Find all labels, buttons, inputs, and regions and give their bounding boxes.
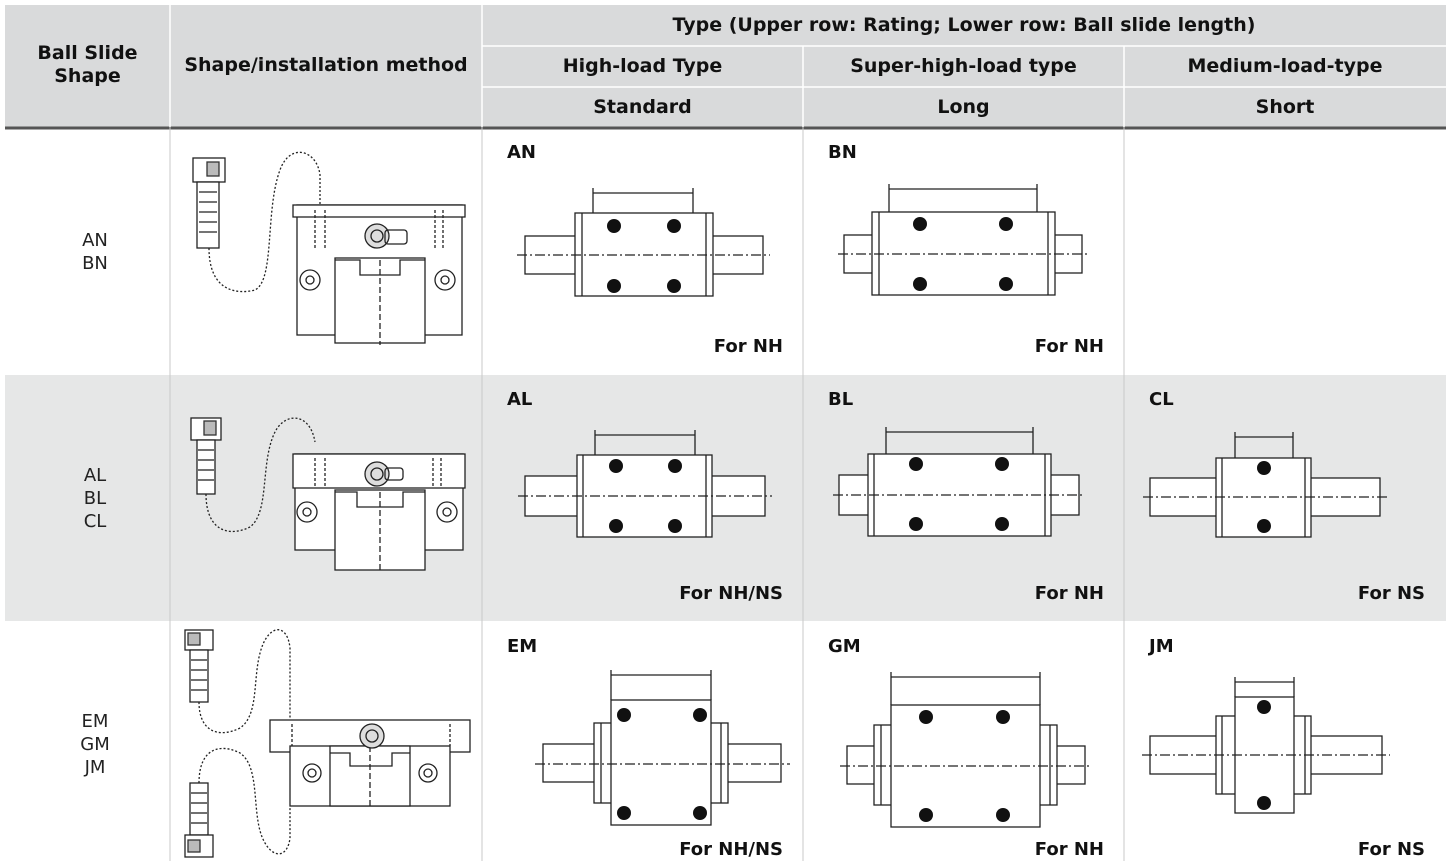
- row-codes-em-gm-jm: EM GM JM: [5, 710, 185, 779]
- header-type-title: Type (Upper row: Rating; Lower row: Ball…: [672, 14, 1256, 36]
- hex-socket-bolt-icon: [184, 782, 214, 858]
- cell-usage-cl: For NS: [1357, 583, 1425, 604]
- hex-socket-bolt-icon: [192, 157, 226, 249]
- row-code: CL: [83, 511, 107, 532]
- header-rating-medium-load: Medium-load-type: [1187, 55, 1383, 77]
- cell-usage-jm: For NS: [1357, 839, 1425, 860]
- cell-code-em: EM: [507, 636, 538, 657]
- cell-code-cl: CL: [1149, 389, 1174, 410]
- cell-code-an: AN: [507, 142, 536, 163]
- cell-code-bl: BL: [828, 389, 854, 410]
- installation-figure-al-bl-cl: [190, 417, 466, 572]
- header-rating-high-load: High-load Type: [562, 55, 723, 77]
- cell-code-bn: BN: [828, 142, 857, 163]
- cell-usage-al: For NH/NS: [679, 583, 783, 604]
- hex-socket-bolt-icon: [190, 417, 222, 495]
- cell-code-jm: JM: [1149, 636, 1174, 657]
- header-length-short: Short: [1255, 96, 1315, 118]
- cell-usage-em: For NH/NS: [679, 839, 783, 860]
- header-length-long: Long: [937, 96, 990, 118]
- hex-socket-bolt-icon: [184, 629, 214, 703]
- cell-code-gm: GM: [828, 636, 861, 657]
- row-code: AN: [82, 230, 108, 251]
- cell-usage-bl: For NH: [1034, 583, 1104, 604]
- row-code: AL: [83, 465, 107, 486]
- header-length-standard: Standard: [593, 96, 692, 118]
- row-code: EM: [81, 711, 109, 732]
- header-ball-slide-shape: Ball Slide Shape: [37, 42, 138, 87]
- row-code: BN: [82, 253, 108, 274]
- installation-figure-em-gm-jm: [184, 629, 471, 858]
- header-rating-super-high-load: Super-high-load type: [850, 55, 1077, 77]
- ball-slide-end-view-icon: [269, 719, 471, 808]
- ball-slide-end-view-icon: [292, 453, 466, 572]
- row-code: JM: [84, 757, 106, 778]
- header-shape-installation: Shape/installation method: [184, 54, 468, 76]
- cell-usage-gm: For NH: [1034, 839, 1104, 860]
- row-codes-al-bl-cl: AL BL CL: [5, 464, 185, 533]
- installation-figure-an-bn: [192, 151, 466, 345]
- row-codes-an-bn: AN BN: [5, 229, 185, 275]
- cell-usage-bn: For NH: [1034, 336, 1104, 357]
- cell-usage-an: For NH: [713, 336, 783, 357]
- row-code: GM: [80, 734, 110, 755]
- ball-slide-end-view-icon: [292, 204, 466, 345]
- row-code: BL: [83, 488, 107, 509]
- cell-code-al: AL: [507, 389, 533, 410]
